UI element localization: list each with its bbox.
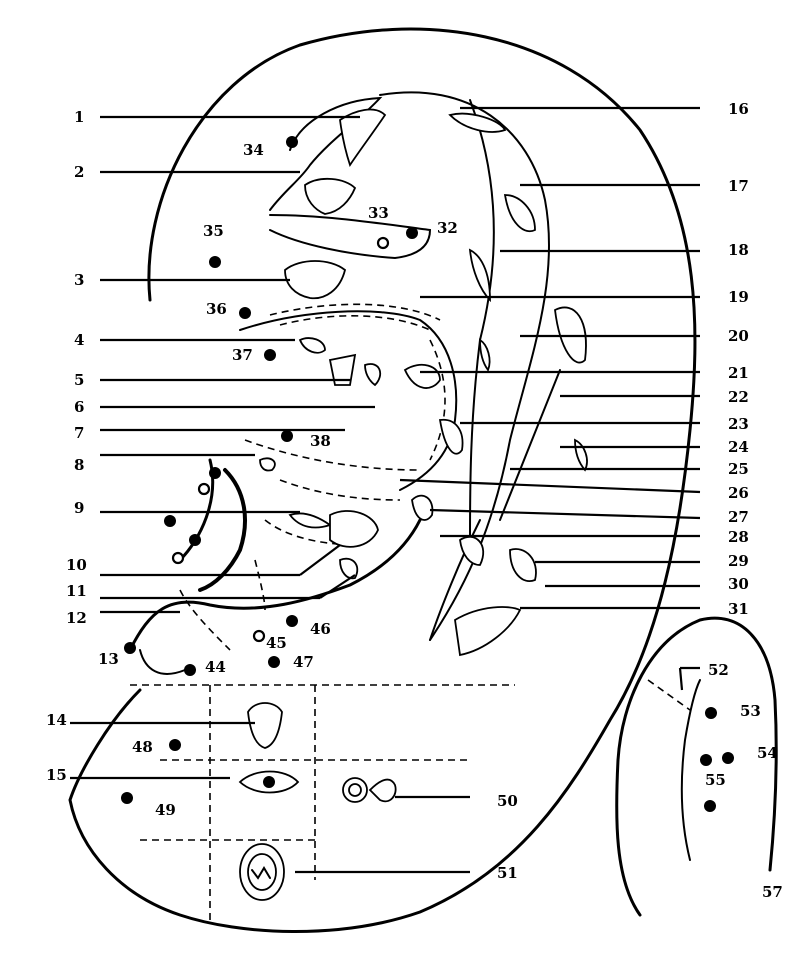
label-32: 32: [437, 219, 458, 237]
label-55: 55: [705, 771, 726, 789]
label-53: 53: [740, 702, 761, 720]
label-17: 17: [728, 177, 749, 195]
label-29: 29: [728, 552, 749, 570]
label-49: 49: [155, 801, 176, 819]
label-48: 48: [132, 738, 153, 756]
right-leader-lines: [295, 106, 701, 874]
label-24: 24: [728, 438, 749, 456]
back-labels: 52 53 54 55 57: [705, 661, 783, 901]
label-38: 38: [310, 432, 331, 450]
label-12: 12: [66, 609, 87, 627]
left-labels: 1 2 3 4 5 6 7 8 9 10 11 12 13 14 15: [46, 108, 119, 784]
label-15: 15: [46, 766, 67, 784]
label-27: 27: [728, 508, 749, 526]
label-3: 3: [74, 271, 84, 289]
label-21: 21: [728, 364, 749, 382]
mouth-sketch: [239, 843, 285, 901]
ear-outline: [68, 27, 697, 933]
label-33: 33: [368, 204, 389, 222]
toe-sketch: [339, 108, 387, 168]
label-7: 7: [74, 424, 84, 442]
organ-sketches: [259, 108, 588, 657]
label-37: 37: [232, 346, 253, 364]
label-1: 1: [74, 108, 84, 126]
back-ear-outline: [615, 616, 778, 917]
label-30: 30: [728, 575, 749, 593]
label-36: 36: [206, 300, 227, 318]
tooth-sketch: [247, 702, 283, 749]
label-5: 5: [74, 371, 84, 389]
label-51: 51: [497, 864, 518, 882]
inner-ear-sketch: [342, 777, 397, 803]
label-13: 13: [98, 650, 119, 668]
label-19: 19: [728, 288, 749, 306]
label-44: 44: [205, 658, 226, 676]
label-2: 2: [74, 163, 84, 181]
label-14: 14: [46, 711, 67, 729]
label-23: 23: [728, 415, 749, 433]
label-57: 57: [762, 883, 783, 901]
bottom-labels: 50 51: [497, 792, 518, 882]
label-31: 31: [728, 600, 749, 618]
label-34: 34: [243, 141, 264, 159]
label-20: 20: [728, 327, 749, 345]
label-18: 18: [728, 241, 749, 259]
label-22: 22: [728, 388, 749, 406]
right-labels: 16 17 18 19 20 21 22 23 24 25 26 27 28 2…: [728, 100, 749, 618]
label-8: 8: [74, 456, 84, 474]
label-35: 35: [203, 222, 224, 240]
zone-dashed-lines: [130, 303, 515, 925]
label-25: 25: [728, 460, 749, 478]
label-28: 28: [728, 528, 749, 546]
label-16: 16: [728, 100, 749, 118]
acupoint-dots: [121, 136, 734, 812]
label-4: 4: [74, 331, 84, 349]
label-26: 26: [728, 484, 749, 502]
label-11: 11: [66, 582, 87, 600]
label-45: 45: [266, 634, 287, 652]
eye-sketch: [238, 770, 300, 794]
label-47: 47: [293, 653, 314, 671]
label-9: 9: [74, 499, 84, 517]
point-labels: 32 33 34 35 36 37 38 44 45 46 47 48 49: [132, 141, 458, 819]
label-52: 52: [708, 661, 729, 679]
label-6: 6: [74, 398, 84, 416]
left-leader-lines: [70, 115, 375, 780]
label-10: 10: [66, 556, 87, 574]
pelvic-bone-sketch: [284, 260, 347, 300]
pelvis-sketch: [304, 178, 357, 215]
label-50: 50: [497, 792, 518, 810]
label-54: 54: [757, 744, 778, 762]
label-46: 46: [310, 620, 331, 638]
